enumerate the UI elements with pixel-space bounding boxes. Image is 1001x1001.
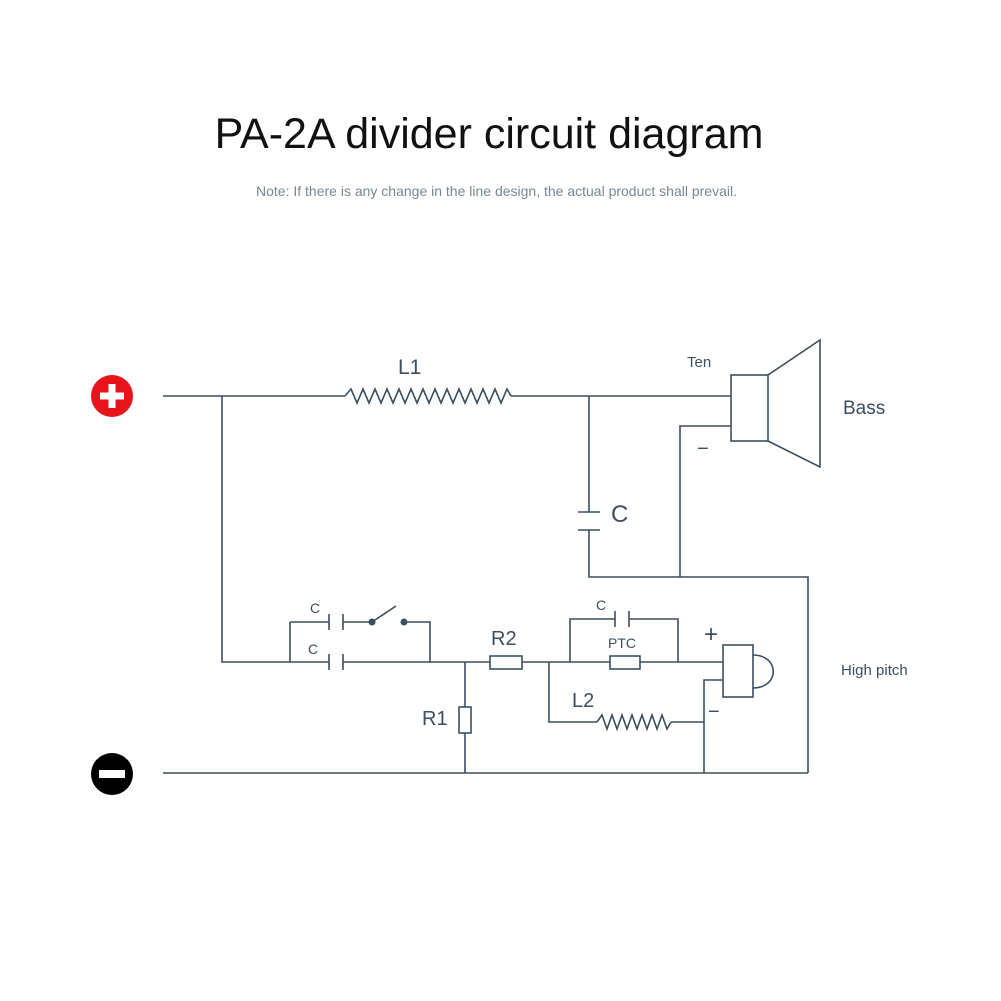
ptc-label: PTC xyxy=(608,635,636,651)
inductor-l1: L1 xyxy=(344,356,512,406)
positive-terminal-icon xyxy=(91,375,133,417)
tweeter-plus-sign: + xyxy=(704,621,718,648)
capacitor-top-label: C xyxy=(310,600,320,616)
capacitor-top: C xyxy=(310,600,344,630)
capacitor-bass-label: C xyxy=(611,501,628,528)
capacitor-bottom-label: C xyxy=(308,641,318,657)
switch-icon xyxy=(368,605,408,626)
capacitor-bass: C xyxy=(578,501,628,531)
woofer-tag: Ten xyxy=(687,354,711,371)
capacitor-ptc: C xyxy=(596,597,630,627)
resistor-r2: R2 xyxy=(489,628,523,670)
woofer-speaker-icon: Ten − Bass xyxy=(687,338,885,469)
r1-label: R1 xyxy=(422,708,448,730)
inductor-l2: L2 xyxy=(572,690,672,732)
disclaimer-note: Note: If there is any change in the line… xyxy=(256,183,737,199)
r2-label: R2 xyxy=(491,628,517,650)
wiring xyxy=(163,395,809,774)
woofer-minus-sign: − xyxy=(697,438,709,460)
capacitor-bottom: C xyxy=(308,641,344,670)
l2-label: L2 xyxy=(572,690,594,712)
tweeter-label: High pitch xyxy=(841,662,908,679)
ptc-resistor: PTC xyxy=(608,635,641,670)
woofer-label: Bass xyxy=(843,398,885,419)
resistor-r1: R1 xyxy=(422,706,472,734)
tweeter-minus-sign: − xyxy=(708,701,720,723)
negative-terminal-icon xyxy=(91,753,133,795)
page-title: PA-2A divider circuit diagram xyxy=(214,110,764,158)
capacitor-ptc-label: C xyxy=(596,597,606,613)
tweeter-speaker-icon: + − High pitch xyxy=(704,621,908,723)
l1-label: L1 xyxy=(398,356,421,379)
